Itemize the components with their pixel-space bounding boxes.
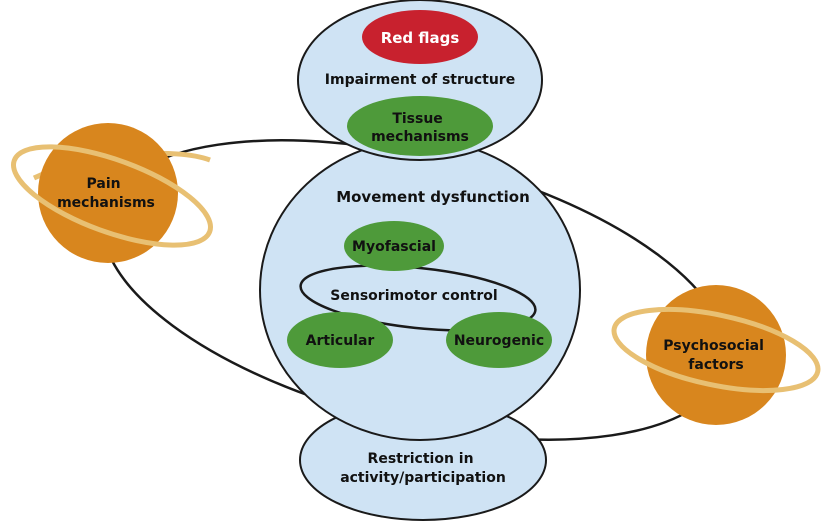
sensorimotor-label: Sensorimotor control	[330, 288, 497, 304]
myofascial-label: Myofascial	[352, 239, 436, 255]
tissue-mechanisms-node	[347, 96, 493, 156]
psychosocial-factors-planet: Psychosocial factors	[611, 285, 821, 425]
neurogenic-label: Neurogenic	[454, 333, 544, 349]
neurogenic-node	[446, 312, 552, 368]
articular-node	[287, 312, 393, 368]
red-flags-label: Red flags	[381, 29, 460, 47]
svg-text:Tissue mechanisms: Tissue mechanisms	[371, 111, 469, 145]
myofascial-node	[344, 221, 444, 271]
movement-dysfunction-label: Movement dysfunction	[336, 188, 530, 206]
pain-label-line2: mechanisms	[57, 195, 155, 211]
sensorimotor-loop	[299, 264, 537, 332]
restriction-label-line2: activity/participation	[340, 470, 506, 486]
tissue-label-line2: mechanisms	[371, 129, 469, 145]
pain-label-line1: Pain	[87, 176, 121, 192]
articular-label: Articular	[306, 333, 375, 349]
psychosocial-label-line1: Psychosocial	[663, 338, 764, 354]
restriction-label-line1: Restriction in	[368, 451, 474, 467]
pain-mechanisms-planet: Pain mechanisms	[10, 123, 214, 263]
red-flags-node	[362, 10, 478, 64]
svg-text:Restriction in activity/pa: Restriction in activity/participation	[340, 451, 506, 486]
svg-text:Psychosocial factors: Psychosocial factors	[663, 338, 769, 373]
impairment-label: Impairment of structure	[325, 72, 515, 88]
svg-text:Pain mechanisms: Pain mechanisms	[57, 176, 155, 211]
psychosocial-label-line2: factors	[688, 357, 743, 373]
tissue-label-line1: Tissue	[392, 111, 442, 127]
